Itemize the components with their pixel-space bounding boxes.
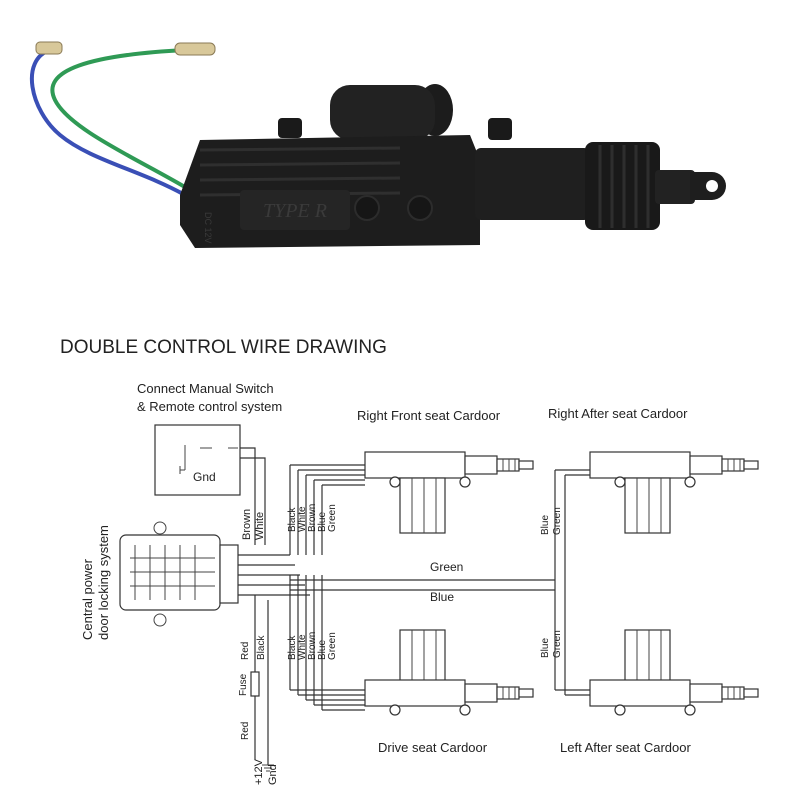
wires-to-drive xyxy=(290,689,365,711)
boss-right xyxy=(407,195,433,221)
fuse-symbol xyxy=(250,671,260,697)
switch-wire-label-brown: Brown xyxy=(241,509,253,540)
actuator-photo: TYPE R DC 12V xyxy=(29,41,726,248)
actuator-left-after xyxy=(589,629,759,716)
shaft-sleeve xyxy=(475,148,590,220)
actuator-right-after xyxy=(589,451,759,534)
power-label-red: Red xyxy=(240,642,251,660)
ground-symbol xyxy=(262,764,274,772)
diagram-title: DOUBLE CONTROL WIRE DRAWING xyxy=(60,337,387,358)
upper-label-green: Green xyxy=(327,504,338,532)
boss-left xyxy=(354,195,380,221)
trunk-front-lower xyxy=(289,575,323,710)
power-label-red-lower: Red xyxy=(240,722,251,740)
switch-wire-white xyxy=(240,457,266,545)
blue-wire xyxy=(29,48,186,197)
rear-upper-label-blue: Blue xyxy=(540,515,551,535)
green-wire-terminal xyxy=(174,42,216,56)
unit-mount-bottom xyxy=(153,613,167,627)
wires-to-right-after xyxy=(555,469,590,476)
blue-wire-terminal xyxy=(35,41,63,55)
power-label-fuse: Fuse xyxy=(238,673,249,696)
lower-label-black: Black xyxy=(287,635,298,660)
harness-bundle xyxy=(238,554,310,596)
power-label-black: Black xyxy=(256,635,267,660)
green-bus-label: Green xyxy=(430,560,463,574)
switch-wire-brown xyxy=(240,447,256,545)
switch-wire-label-white: White xyxy=(254,512,266,540)
rear-lower-label-blue: Blue xyxy=(540,638,551,658)
trunk-front-upper xyxy=(289,465,323,555)
switch-caption-line1: Connect Manual Switch xyxy=(137,381,274,396)
unit-label-line1: Central power xyxy=(80,558,95,640)
piston-rod xyxy=(655,170,695,204)
rear-upper-label-green: Green xyxy=(552,507,563,535)
lower-label-blue: Blue xyxy=(317,640,328,660)
green-wire xyxy=(50,48,192,192)
door-label-right-front: Right Front seat Cardoor xyxy=(357,408,501,423)
label-plate xyxy=(240,190,350,230)
mount-ear-left xyxy=(278,118,302,138)
wires-to-right-front xyxy=(290,464,365,486)
housing-ribs xyxy=(199,146,401,197)
power-label-gnd: Gnd xyxy=(267,764,279,785)
lower-label-green: Green xyxy=(327,632,338,660)
unit-connector xyxy=(219,544,239,604)
actuator-drive xyxy=(364,629,534,716)
power-label-12v: +12V xyxy=(253,758,265,785)
front-lower-wire-labels: Black White Brown Blue Green xyxy=(287,632,338,660)
upper-label-brown: Brown xyxy=(307,504,318,532)
switch-gnd-label: Gnd xyxy=(193,470,216,484)
lower-label-white: White xyxy=(297,634,308,660)
door-label-right-after: Right After seat Cardoor xyxy=(548,406,688,421)
front-upper-wire-labels: Black White Brown Blue Green xyxy=(287,504,338,532)
switch-contacts xyxy=(179,445,238,474)
dc-12v-label: DC 12V xyxy=(203,212,213,244)
mount-ear-right xyxy=(488,118,512,140)
actuator-right-front xyxy=(364,451,534,534)
upper-label-white: White xyxy=(297,506,308,532)
switch-caption-line2: & Remote control system xyxy=(137,399,282,414)
unit-mount-top xyxy=(153,521,167,535)
motor-body xyxy=(330,85,435,140)
manual-switch-box xyxy=(154,424,241,496)
blue-bus-label: Blue xyxy=(430,590,454,604)
door-label-left-after: Left After seat Cardoor xyxy=(560,740,691,755)
wiring-diagram: DOUBLE CONTROL WIRE DRAWING Connect Manu… xyxy=(60,337,759,785)
eyelet-hole xyxy=(706,180,718,192)
door-label-drive: Drive seat Cardoor xyxy=(378,740,488,755)
unit-grid xyxy=(130,545,215,600)
collar-threads xyxy=(598,145,650,228)
rear-lower-label-green: Green xyxy=(552,630,563,658)
upper-label-blue: Blue xyxy=(317,512,328,532)
unit-label-line2: door locking system xyxy=(96,525,111,640)
lower-label-brown: Brown xyxy=(307,632,318,660)
upper-label-black: Black xyxy=(287,507,298,532)
wires-to-left-after xyxy=(555,689,590,696)
trunk-rear xyxy=(554,470,566,695)
type-r-label: TYPE R xyxy=(263,200,327,222)
